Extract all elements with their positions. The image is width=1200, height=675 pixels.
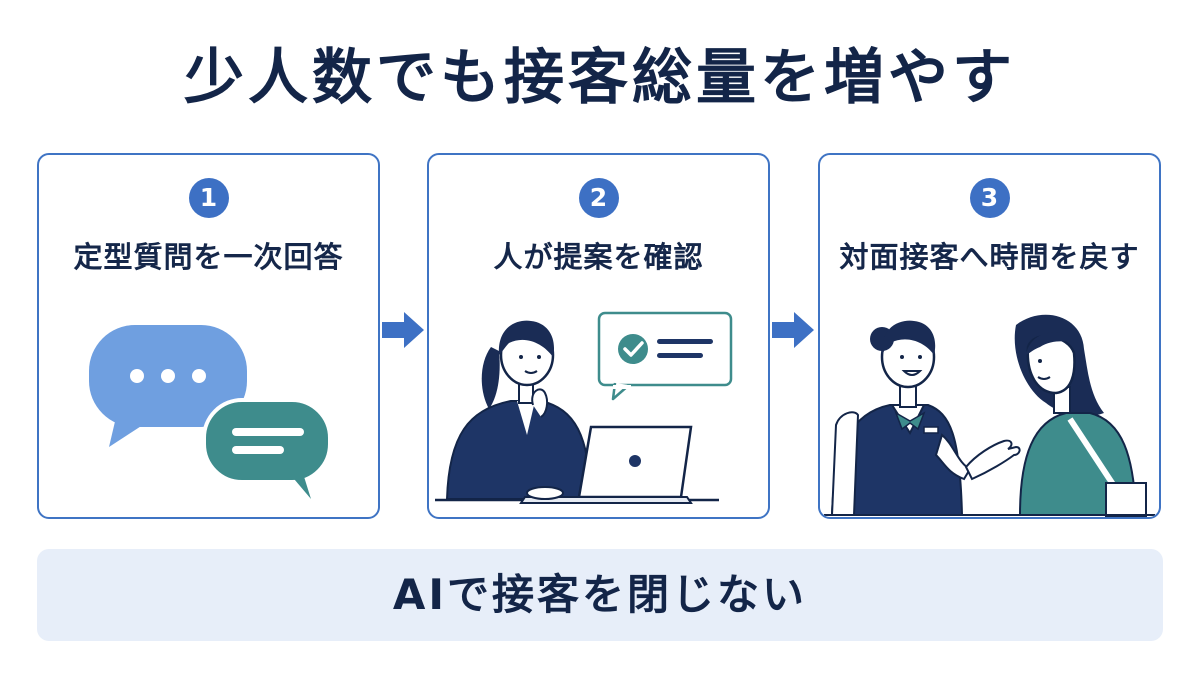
bottom-banner: AIで接客を閉じない (37, 549, 1163, 641)
step-panel-3: 3 対面接客へ時間を戻す (818, 153, 1161, 519)
step-title-2: 人が提案を確認 (493, 240, 704, 274)
step-badge-1: 1 (188, 178, 229, 218)
face-to-face-service-illustration (824, 314, 1155, 517)
step-title-1: 定型質問を一次回答 (73, 240, 344, 274)
step-badge-2: 2 (578, 178, 619, 218)
staff-reviewing-illustration (435, 311, 733, 504)
page-title: 少人数でも接客総量を増やす (184, 43, 1016, 113)
flow-arrow-icon (772, 312, 814, 348)
step-panel-2: 2 人が提案を確認 (427, 153, 770, 519)
step-panel-1: 1 定型質問を一次回答 (37, 153, 380, 519)
step-title-3: 対面接客へ時間を戻す (839, 240, 1140, 274)
step-badge-3: 3 (969, 178, 1010, 218)
chat-bubbles-icon (89, 325, 332, 499)
flow-arrow-icon (382, 312, 424, 348)
checkmark-icon (618, 334, 648, 364)
